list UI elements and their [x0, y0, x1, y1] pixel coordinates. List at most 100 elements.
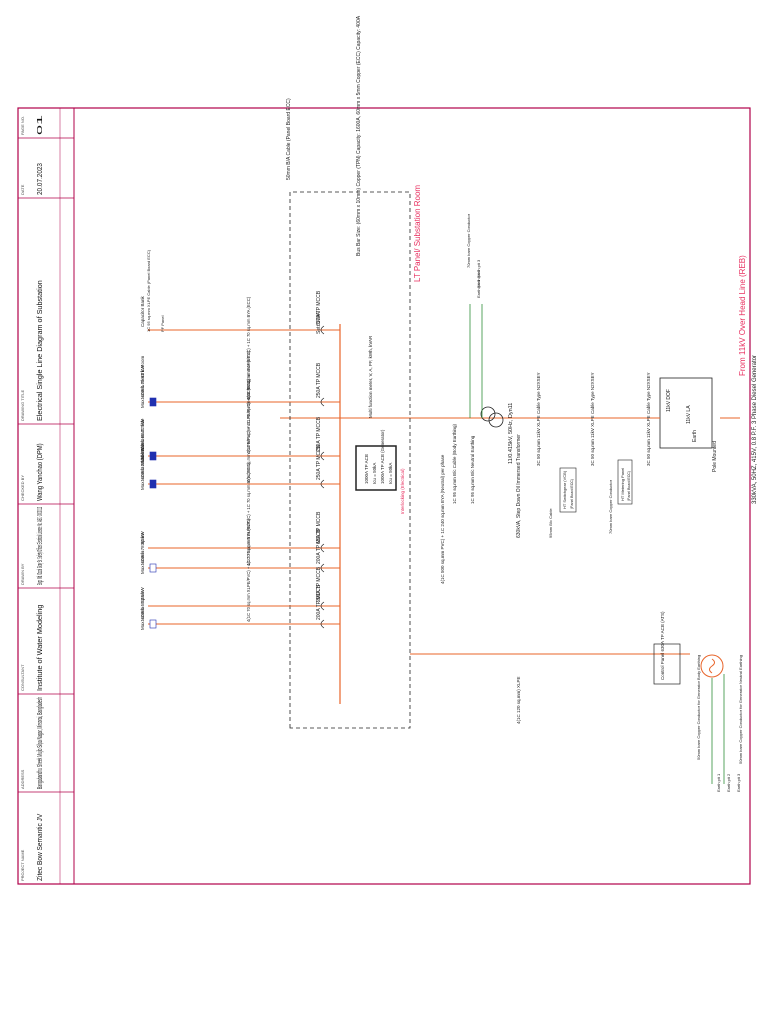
earth-body: 1C 95 sq.mm B/c Neutral Earthing [470, 435, 475, 504]
gen-pit-1: Earth pit 1 [716, 773, 721, 792]
ddf-label: 11kV DOF [666, 389, 672, 412]
generator-section: 330kVA, 50HZ, 415V, 0.8 P.F. 3 Phase Die… [516, 355, 758, 792]
title-block-value: 20.07.2023 [37, 163, 44, 195]
source-label: From 11kV Over Head Line (REB) [738, 255, 747, 376]
interlock-label: Interlocking (Electrical) [400, 468, 405, 514]
feeder-load: Max. Load=78.83 kW [140, 531, 145, 574]
ht-panel-sub: (Panel Board ECC) [627, 471, 631, 501]
title-block-label: PAGE NO. [20, 116, 25, 135]
title-block-label: DRAWING TITLE [20, 390, 25, 421]
lt-cable: 4(1C 500 sq.mm PVC) + 1C 240 sq.mm BYA (… [440, 454, 445, 584]
title-block-value: Institute of Water Modeling [37, 605, 44, 691]
breaker-label: 200A TP MCCB [316, 584, 322, 620]
lt-panel-label: LT Panel/ Substation Room [413, 185, 422, 282]
feeder-dist: MDB-3 Middle Side [140, 442, 145, 481]
generator-wave-icon [709, 658, 715, 674]
breaker-label: 250A TP MCCB [316, 416, 322, 452]
acb-label: 1000A TP ACB [364, 454, 369, 484]
feeder-load: Max. Load=58.33 kW [140, 587, 145, 630]
breaker-icon [320, 397, 325, 407]
ht-cable-1: 3C 50 sq.mm 11kV XLPE Cable Type N2XSEY [646, 372, 651, 466]
breaker-label: 250A TP MCCB [316, 362, 322, 398]
feeder-load: Max. Load=68.72 kW [140, 419, 145, 462]
ats-rating: Icu = 50kA [388, 463, 393, 484]
gen-panel-label: Control Panel 630A TP ACB (ATS) [660, 611, 665, 680]
breaker-icon [320, 543, 325, 553]
distribution-board-icon [149, 479, 157, 489]
vcb-box [559, 467, 577, 513]
title-block-value: Engr. Md. Ozzal Gony Sr. Safety Officer … [37, 507, 44, 585]
title-block-value: Bangabandhu Sheek Mujib Silpa Nagar, Mir… [37, 697, 44, 789]
earth-pit-3: Earth pit 3 [476, 259, 481, 278]
pole-mounted-label: Pole Mounted [712, 441, 718, 472]
cap-cable: 1C 95 sq.mm XLPE Cable (Panel Board ECC) [146, 249, 151, 332]
title-block-label: CHECKED BY [20, 475, 25, 501]
breaker-icon [320, 619, 325, 629]
ats-label: 1000A TP ACB (Generator) [380, 429, 385, 484]
feeder-load: Max. Load=38.30 kW [140, 447, 145, 490]
feeder-dist: Spare [140, 532, 145, 545]
vcb-cable: 95mm B/c Cable [548, 508, 553, 538]
breaker-label: 200A TP MCCB [316, 528, 322, 564]
earth-pit-2: Earth pit 2 [476, 269, 481, 288]
earth-pit-1: Earth pit 1 [476, 279, 481, 298]
title-block-value: 01 [37, 115, 44, 135]
feeder-cable: 4(1C 95 sq.mm XLPE/PVC) + 1C 70 sq.mm BY… [246, 378, 251, 482]
distribution-board-icon [149, 451, 157, 461]
generator-symbol [700, 654, 724, 678]
title-block-label: DRAWN BY [20, 563, 25, 585]
feeder-dist: Spare [140, 590, 145, 603]
breaker-icon [320, 325, 325, 335]
distribution-board-icon [149, 397, 157, 407]
distribution-board-icon [149, 619, 157, 629]
distribution-board-icon [149, 563, 157, 573]
busbar-label: Bus Bar Size: (60mm x 10mm) Copper (TPN)… [356, 15, 362, 256]
breaker-icon [320, 451, 325, 461]
title-block-value: Zitec Bow Semantic JV [37, 813, 44, 881]
feeder-dist: MDB-2 East Side [140, 418, 145, 453]
breaker-label: 200A TP MCCB [316, 566, 322, 602]
lt-panel-box [289, 191, 411, 729]
earth-conductor: 70mm bare Copper Conductor [466, 213, 471, 268]
feeder-cable: 4(1C 95 sq.mm XLPE/PVC) + 1C 70 sq.mm BY… [246, 296, 251, 400]
gen-panel-box [653, 643, 681, 685]
title-block-value: Electrical Single Line Diagram of Substa… [37, 280, 44, 421]
feeder-cable: 4(1C 70 sq.mm XLPE/PVC) + 1C 70 sq.mm BY… [246, 462, 251, 566]
acb-box [355, 445, 397, 491]
acb-rating: Icu = 50kA [372, 463, 377, 484]
breaker-label: 630A TP MCCB [316, 290, 322, 326]
title-block: PROJECT NAME Zitec Bow Semantic JV ADDRESS… [18, 107, 75, 884]
title-block-label: PROJECT NAME [20, 849, 25, 881]
feeder-cable: 4(1C 70 sq.mm XLPE/PVC) + 1C 70 sq.mm BY… [246, 518, 251, 622]
feeder-load: Max. Load=75.87 kW [140, 365, 145, 408]
title-block-label: ADDRESS [20, 769, 25, 789]
breaker-icon [320, 601, 325, 611]
pole-mount-box [659, 377, 713, 449]
gen-cable: 4(1C 120 sq.mm) XLPE [516, 676, 521, 724]
title-block-value: Wang Yanchao (DPM) [37, 443, 44, 501]
breaker-label: 250A TP MCCB [316, 444, 322, 480]
breaker-set: Set: 570A [316, 311, 322, 334]
gen-pit-2: Earth pit 2 [726, 773, 731, 792]
breaker-icon [320, 479, 325, 489]
panel-ecc-label: 50mm B/A Cable (Panel Board ECC) [286, 98, 292, 180]
feeder-dist: MDB-1 Electric Room [140, 355, 145, 399]
breaker-label: 63A TP MCCB [316, 511, 322, 544]
feeder-cable: 4(1C 95 sq.mm XLPE/PVC) + 1C 70 sq.mm BY… [246, 350, 251, 454]
earth-neutral: 1C 95 sq.mm B/c Cable (Body Earthing) [452, 423, 457, 504]
sheet-border [17, 107, 751, 885]
gen-earth-1: 50mm bare Copper Conductor for Generator… [696, 655, 701, 760]
ht-section: From 11kV Over Head Line (REB) 11kV DOF … [280, 213, 747, 584]
vcb-sub: (Panel Board ECC) [570, 479, 574, 509]
ht-panel-label: HT Metering Panel [620, 468, 625, 501]
transformer-rating: 11/0.415kV, 50Hz, Dyn11 [508, 403, 514, 464]
transformer-hv-coil [488, 412, 504, 428]
breaker-icon [320, 563, 325, 573]
feeder-dist: MDB-5 [140, 607, 145, 621]
vcb-label: HT Switchgear (VCB) [562, 470, 567, 509]
gen-pit-3: Earth pit 3 [736, 773, 741, 792]
feeder-dist: MDB-4 [140, 551, 145, 565]
